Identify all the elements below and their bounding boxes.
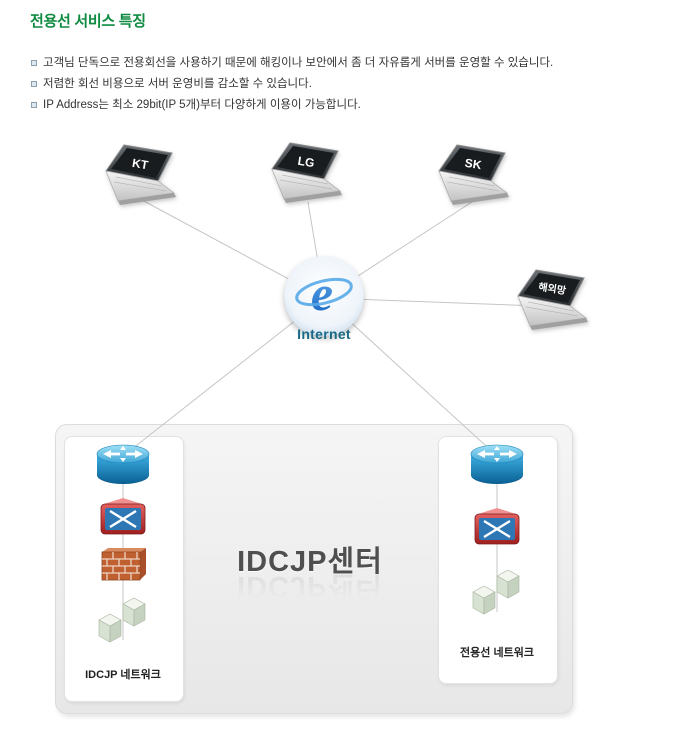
bullet-text: IP Address는 최소 29bit(IP 5개)부터 다양하게 이용이 가…	[43, 99, 361, 111]
idc-center-title: IDCJP센터	[237, 546, 383, 578]
servers-left	[95, 594, 151, 649]
bullet-square-icon	[31, 60, 37, 66]
server-icon	[98, 597, 146, 643]
page-title: 전용선 서비스 특징	[30, 13, 146, 30]
laptop-kt: KT	[100, 143, 184, 214]
laptop-overseas-label: 해외망	[538, 280, 568, 297]
laptop-lg-label: LG	[297, 154, 316, 170]
laptop-icon: LG	[271, 142, 342, 203]
laptop-icon: SK	[438, 144, 509, 205]
switch-icon	[100, 498, 146, 535]
leasedline-network-label: 전용선 네트워크	[460, 647, 534, 659]
firewall-left	[98, 546, 148, 591]
server-icon	[472, 569, 520, 615]
laptop-icon: KT	[105, 144, 176, 205]
laptop-sk: SK	[433, 143, 517, 214]
internet-e-letter: e	[311, 265, 333, 321]
switch-left	[96, 496, 150, 545]
router-icon	[96, 444, 150, 484]
laptop-sk-label: SK	[464, 156, 483, 172]
bullet-square-icon	[31, 81, 37, 87]
router-left	[93, 442, 153, 493]
feature-list: 고객님 단독으로 전용회선을 사용하기 때문에 해킹이나 보안에서 좀 더 자유…	[31, 56, 651, 119]
feature-bullet: 저렴한 회선 비용으로 서버 운영비를 감소할 수 있습니다.	[31, 77, 651, 91]
servers-right	[469, 566, 525, 621]
feature-bullet: IP Address는 최소 29bit(IP 5개)부터 다양하게 이용이 가…	[31, 98, 651, 112]
firewall-icon	[101, 548, 146, 581]
switch-icon	[474, 508, 520, 545]
idc-center-title-reflection: IDCJP센터	[237, 570, 383, 602]
router-icon	[470, 444, 524, 484]
laptop-kt-label: KT	[131, 156, 150, 172]
feature-bullet: 고객님 단독으로 전용회선을 사용하기 때문에 해킹이나 보안에서 좀 더 자유…	[31, 56, 651, 70]
laptop-icon: 해외망	[517, 269, 588, 330]
laptop-lg: LG	[266, 141, 350, 212]
bullet-text: 고객님 단독으로 전용회선을 사용하기 때문에 해킹이나 보안에서 좀 더 자유…	[43, 57, 554, 69]
switch-right	[470, 506, 524, 555]
laptop-overseas: 해외망	[512, 268, 596, 339]
internet-node: e Internet	[280, 254, 368, 342]
bullet-square-icon	[31, 102, 37, 108]
router-right	[467, 442, 527, 493]
idcjp-network-label: IDCJP 네트워크	[85, 669, 161, 681]
internet-label: Internet	[297, 326, 351, 342]
bullet-text: 저렴한 회선 비용으로 서버 운영비를 감소할 수 있습니다.	[43, 78, 312, 90]
